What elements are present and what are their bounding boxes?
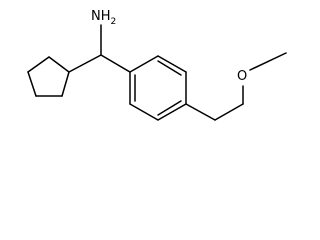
benzene-ring xyxy=(129,55,187,121)
molecule-diagram: NH2 O xyxy=(27,9,287,121)
bond xyxy=(157,55,187,73)
bond xyxy=(61,71,70,97)
amine-n-label: NH2 xyxy=(91,9,116,27)
methyl-bond xyxy=(249,52,287,71)
cyclopentane-ring xyxy=(27,56,70,97)
bond xyxy=(129,103,159,121)
bond xyxy=(27,71,37,97)
center-to-benzene-bond xyxy=(100,54,131,73)
bond xyxy=(129,55,159,73)
ether-o-label: O xyxy=(237,69,247,84)
ring-to-center-bond xyxy=(68,54,102,73)
amine-label: NH2 xyxy=(91,9,116,27)
structure-svg: NH2 O xyxy=(27,9,287,121)
bond xyxy=(157,103,187,121)
chain-bond xyxy=(214,103,244,121)
double-bond-inner xyxy=(157,60,182,76)
double-bond-inner xyxy=(157,100,182,116)
bond xyxy=(27,56,50,73)
chain-bond xyxy=(185,103,216,121)
bond xyxy=(48,56,70,73)
